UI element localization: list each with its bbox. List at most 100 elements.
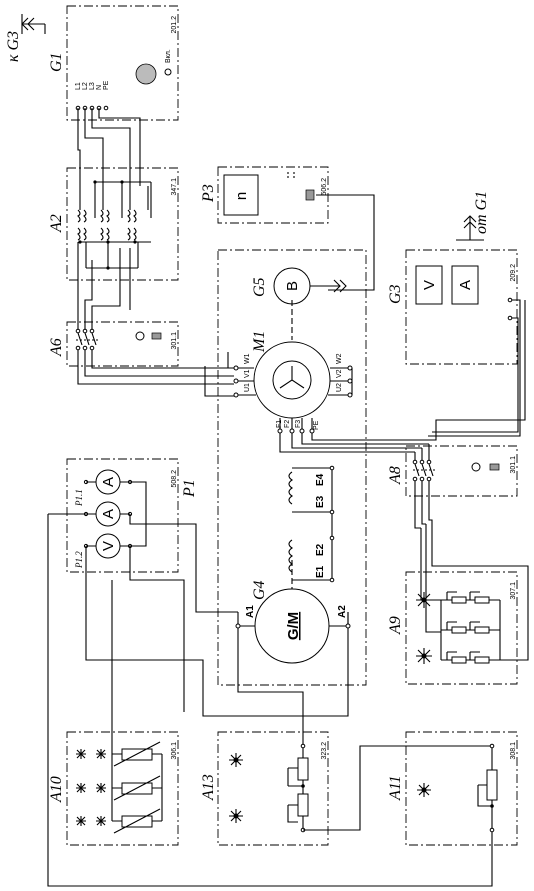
g3-ammeter-box — [451, 265, 479, 305]
a11-lamp-icon — [417, 783, 431, 797]
g1-switch-label: Вкл. — [165, 49, 172, 63]
svg-text:U1: U1 — [244, 383, 251, 392]
code-a13: 323.2 — [321, 742, 328, 760]
code-g1: 201.2 — [171, 16, 178, 34]
block-g3-frame — [405, 249, 518, 365]
svg-text:E2: E2 — [315, 543, 326, 556]
svg-text:F3: F3 — [295, 420, 302, 428]
p1-sub-label-2: P1.2 — [74, 551, 84, 569]
g1-power-knob[interactable] — [135, 63, 157, 85]
svg-text:N: N — [96, 85, 103, 90]
g3-voltmeter-box — [415, 265, 443, 305]
a8-indicator — [489, 463, 500, 471]
svg-text:U2: U2 — [336, 383, 343, 392]
m1-right-pins: W2 V2 U2 — [336, 353, 343, 392]
p3-display-box — [223, 174, 259, 216]
code-a6: 301.1 — [171, 332, 178, 350]
code-a8: 301.1 — [510, 456, 517, 474]
code-p1: 508.2 — [171, 470, 178, 488]
code-a10: 306.1 — [171, 742, 178, 760]
label-a11: A11 — [387, 775, 404, 801]
label-a13: A13 — [200, 774, 217, 801]
block-a8-frame — [405, 445, 518, 497]
a13-rheostat — [287, 743, 309, 833]
label-g1: G1 — [48, 52, 65, 72]
svg-text:E3: E3 — [315, 495, 326, 508]
a10-rheostat-bank — [112, 741, 163, 834]
block-g1-frame — [66, 5, 179, 121]
a8-breaker-contacts — [412, 459, 436, 482]
a6-knob[interactable] — [135, 331, 145, 341]
g4-field-windings — [288, 465, 335, 583]
a11-rheostat — [477, 743, 498, 833]
a2-junction-dots — [78, 180, 137, 270]
code-a9: 307.1 — [510, 582, 517, 600]
svg-text:F2: F2 — [284, 420, 291, 428]
g4-field-pins: E4 E3 E2 E1 — [315, 473, 326, 578]
block-a2-frame — [66, 167, 179, 281]
svg-text:W1: W1 — [244, 353, 251, 364]
svg-text:V: V — [100, 541, 117, 551]
code-a2: 347.1 — [171, 178, 178, 196]
a6-breaker-contacts — [75, 328, 98, 351]
g4-pin-a2: A2 — [337, 605, 348, 618]
a2-transformer-windings — [77, 181, 152, 269]
block-p1-frame — [66, 458, 179, 573]
label-a8: A8 — [387, 466, 404, 485]
label-g5: G5 — [251, 277, 268, 297]
p1-sub-label-1: P1.1 — [74, 489, 84, 507]
g1-terminals: L1 L2 L3 N PE — [75, 80, 110, 90]
label-to-g3: к G3 — [5, 31, 22, 62]
g1-indicator-lamp — [164, 68, 172, 76]
svg-text:E4: E4 — [315, 473, 326, 486]
block-a6-frame — [66, 321, 179, 367]
a8-knob[interactable] — [471, 462, 481, 472]
label-a2: A2 — [48, 214, 65, 233]
code-g3: 209.2 — [510, 264, 517, 282]
code-p3: 506.2 — [321, 178, 328, 196]
g3-voltmeter: V — [421, 280, 438, 290]
ground-arrow-icon — [21, 14, 46, 34]
g4-pin-a1: A1 — [245, 605, 256, 618]
a6-indicator — [151, 332, 162, 340]
m1-left-pins: W1 V1 U1 — [244, 353, 251, 392]
svg-text:V2: V2 — [336, 369, 343, 378]
label-p3: P3 — [200, 184, 217, 203]
p3-display: n — [233, 192, 250, 200]
label-p1: P1 — [181, 479, 198, 498]
svg-text:E1: E1 — [315, 565, 326, 578]
svg-text:L3: L3 — [89, 82, 96, 90]
g5-symbol: B — [284, 281, 301, 291]
block-a9-frame — [405, 571, 518, 685]
svg-text:PE: PE — [103, 80, 110, 90]
svg-text:A: A — [100, 509, 117, 519]
svg-text:W2: W2 — [336, 353, 343, 364]
block-a11-frame — [405, 731, 518, 846]
label-a9: A9 — [387, 616, 404, 635]
label-m1: M1 — [251, 331, 268, 353]
label-a10: A10 — [48, 776, 65, 803]
block-a10-frame — [66, 731, 179, 846]
a9-resistor-bank — [440, 591, 501, 664]
svg-text:A: A — [100, 477, 117, 487]
svg-text:L2: L2 — [82, 82, 89, 90]
label-g3: G3 — [387, 284, 404, 304]
p3-connector — [305, 189, 315, 201]
g3-input-arrow-icon — [456, 215, 484, 241]
label-g4: G4 — [251, 580, 268, 600]
label-a6: A6 — [48, 338, 65, 357]
svg-text:V1: V1 — [244, 369, 251, 378]
code-a11: 308.1 — [510, 742, 517, 760]
svg-text:PE: PE — [313, 420, 320, 430]
g3-ammeter: A — [457, 280, 474, 290]
a13-lamp-icons — [229, 753, 243, 823]
m1-bottom-pins: F1 F2 F3 PE — [276, 420, 320, 430]
a9-lamp-icon — [416, 592, 432, 664]
a10-lamp-icons — [76, 749, 106, 826]
block-machine-frame — [217, 249, 367, 686]
block-a13-frame — [217, 731, 329, 846]
g4-symbol: G/M — [285, 612, 302, 640]
svg-text:L1: L1 — [75, 82, 82, 90]
label-from-g1: от G1 — [473, 191, 490, 234]
